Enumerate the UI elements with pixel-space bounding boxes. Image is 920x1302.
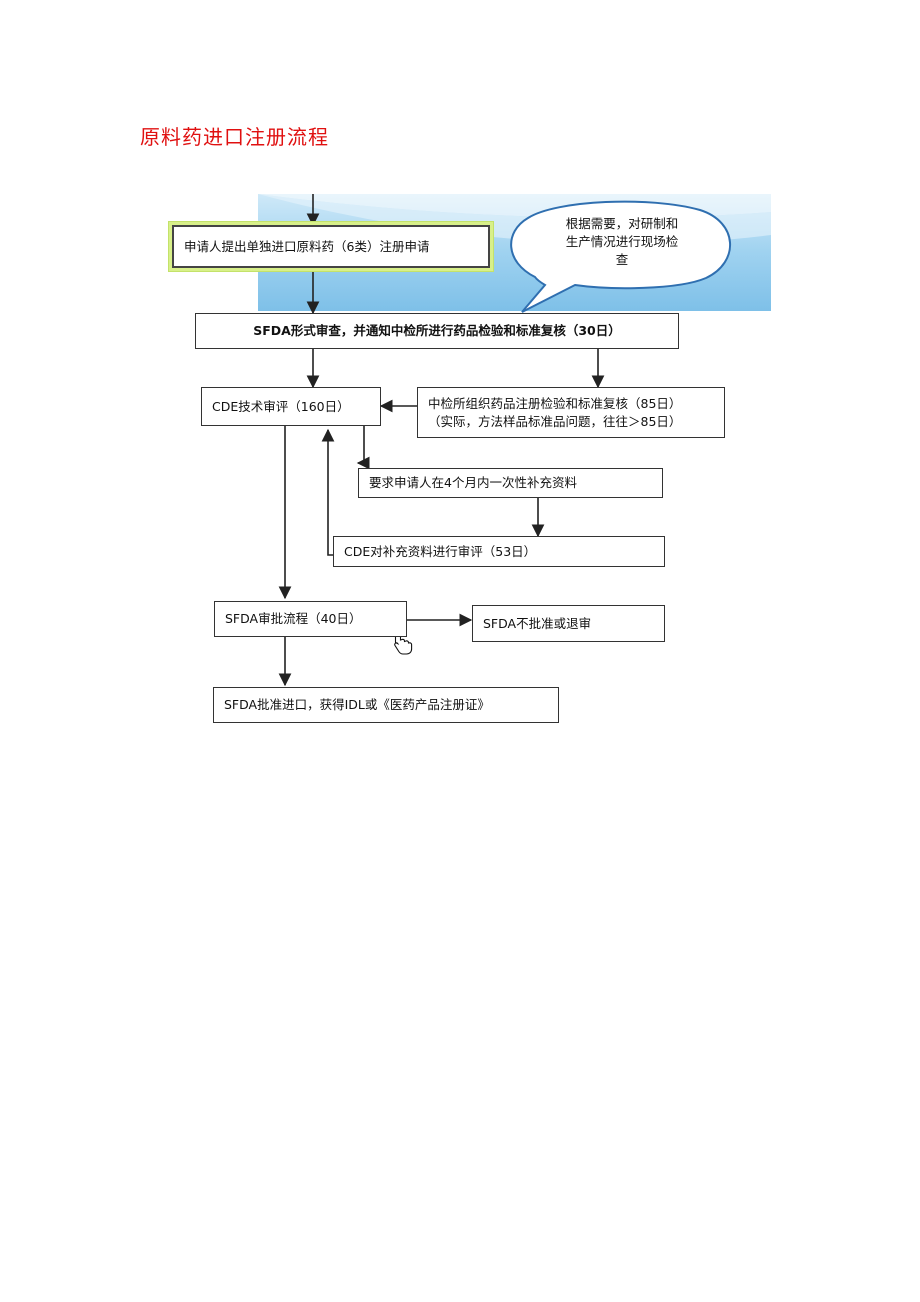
supplement-request-label: 要求申请人在4个月内一次性补充资料 [369,475,577,490]
supplement-request-node: 要求申请人在4个月内一次性补充资料 [358,468,663,498]
callout-text: 根据需要，对研制和 生产情况进行现场检 查 [522,215,722,269]
cde-technical-review-node: CDE技术审评（160日） [201,387,381,426]
sfda-formal-review-node: SFDA形式审查，并通知中检所进行药品检验和标准复核（30日） [195,313,679,349]
cde-technical-review-label: CDE技术审评（160日） [212,398,350,414]
hand-cursor-icon [394,631,413,655]
cde-supplement-review-node: CDE对补充资料进行审评（53日） [333,536,665,567]
sfda-formal-review-label: SFDA形式审查，并通知中检所进行药品检验和标准复核（30日） [253,323,621,338]
apply-node-label: 申请人提出单独进口原料药（6类）注册申请 [184,238,430,254]
sfda-approve-node: SFDA批准进口，获得IDL或《医药产品注册证》 [213,687,559,723]
callout-bubble [510,200,732,313]
sfda-approval-process-node: SFDA审批流程（40日） [214,601,407,637]
nicpbp-test-node: 中检所组织药品注册检验和标准复核（85日） （实际，方法样品标准品问题，往往＞8… [417,387,725,438]
arrow-review-back-to-cde [321,428,335,556]
callout-line-1: 根据需要，对研制和 [565,216,679,231]
sfda-approval-process-label: SFDA审批流程（40日） [225,611,362,626]
apply-node: 申请人提出单独进口原料药（6类）注册申请 [172,225,490,268]
cde-supplement-review-label: CDE对补充资料进行审评（53日） [344,543,537,559]
sfda-approve-label: SFDA批准进口，获得IDL或《医药产品注册证》 [224,697,490,712]
callout-line-2: 生产情况进行现场检 [565,234,679,249]
callout-line-3: 查 [615,252,629,267]
nicpbp-test-line-2: （实际，方法样品标准品问题，往往＞85日） [428,413,682,429]
arrow-cde-to-supplement [356,426,370,470]
sfda-reject-node: SFDA不批准或退审 [472,605,665,642]
sfda-reject-label: SFDA不批准或退审 [483,615,592,631]
page-title: 原料药进口注册流程 [140,125,329,149]
nicpbp-test-line-1: 中检所组织药品注册检验和标准复核（85日） [428,395,682,411]
